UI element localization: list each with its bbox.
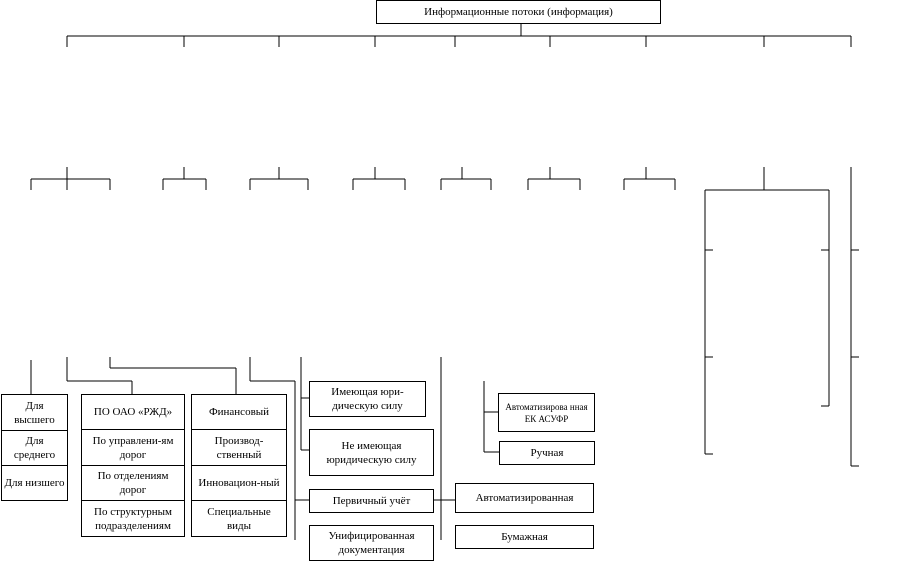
manual-box: Ручная [499,441,595,465]
no-legal-force-label: Не имеющая юридическую силу [326,439,417,466]
automated-box: Автоматизированная [455,483,594,513]
kind-financial: Финансовый [192,395,286,430]
kind-group: Финансовый Производ-ственный Инновацион-… [191,394,287,537]
root-label: Информационные потоки (информация) [424,6,613,18]
org-divisions: По отделениям дорог [82,466,184,501]
manual-label: Ручная [530,447,564,459]
paper-label: Бумажная [501,531,548,543]
level-group: Для высшего Для среднего Для низшего [1,394,68,501]
automated-label: Автоматизированная [475,492,574,504]
level-lower-management: Для низшего [4,477,65,489]
kind-innovation: Инновацион-ный [192,466,286,501]
ek-asufr-label: Автоматизирова нная ЕК АСУФР [505,401,588,424]
kind-production: Производ-ственный [192,430,286,466]
legal-force-box: Имеющая юри-дическую силу [309,381,426,417]
primary-accounting-box: Первичный учёт [309,489,434,513]
level-middle-management: Для среднего [2,431,67,466]
unified-docs-label: Унифицированная документация [328,530,415,556]
unified-docs-box: Унифицированная документация [309,525,434,561]
legal-force-label: Имеющая юри-дическую силу [331,386,404,412]
root-box: Информационные потоки (информация) [376,0,661,24]
org-railways: По управлени-ям дорог [82,430,184,466]
level-top-management: Для высшего [2,395,67,431]
paper-box: Бумажная [455,525,594,549]
org-group: ПО ОАО «РЖД» По управлени-ям дорог По от… [81,394,185,537]
ek-asufr-box: Автоматизирова нная ЕК АСУФР [498,393,595,432]
no-legal-force-box: Не имеющая юридическую силу [309,429,434,476]
kind-special: Специальные виды [207,505,271,532]
org-rzd: ПО ОАО «РЖД» [82,395,184,430]
primary-accounting-label: Первичный учёт [332,495,411,507]
org-structural-units: По структурным подразделениям [94,505,172,532]
